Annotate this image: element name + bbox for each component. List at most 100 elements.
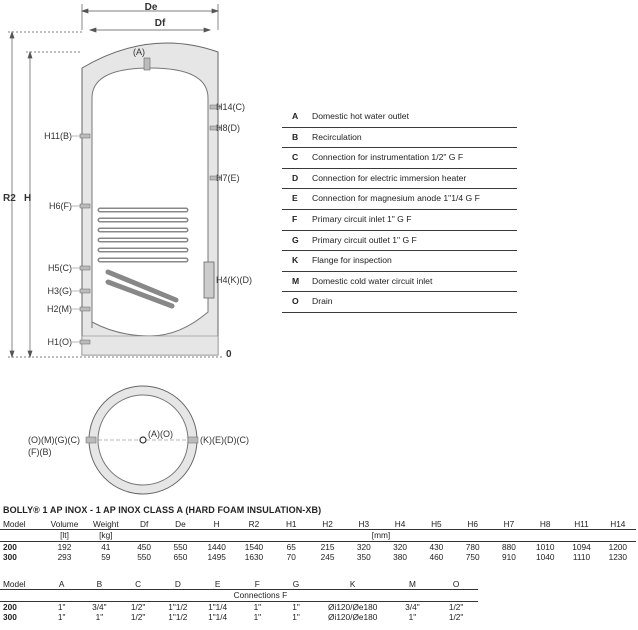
header-cell: B [80,579,119,591]
unit-cell: Connections F [42,589,478,602]
cell: 1230 [608,552,628,563]
cell: 350 [356,552,371,563]
cell: 1/2" [448,601,464,612]
legend-code: B [292,131,299,142]
cell: 300 [3,552,17,563]
table-unit-row: [lt] [kg] [mm] [0,529,636,542]
unit-cell [0,589,43,602]
cell: 1" [253,612,262,623]
table-unit-row: Connections F [0,589,478,602]
cell: 910 [502,552,516,563]
de-label: De [145,2,158,13]
df-label: Df [155,18,166,29]
cell: 1"1/4 [208,601,228,612]
cell: 65 [286,541,296,552]
legend-desc: Domestic cold water circuit inlet [312,275,433,286]
header-cell: M [390,579,435,591]
header-cell: O [434,579,478,591]
top-connection [143,57,151,71]
legend-code: D [292,172,299,183]
header-cell: De [162,519,199,531]
cell: 192 [57,541,72,552]
legend-desc: Flange for inspection [312,255,392,266]
header-cell: H2 [309,519,346,531]
cell: 70 [286,552,296,563]
cell: 1630 [244,552,264,563]
header-cell: H3 [345,519,382,531]
header-cell: C [118,579,158,591]
cell: 1" [57,612,66,623]
connection-stubs [79,104,221,345]
cell: 1540 [244,541,264,552]
header-cell: H1 [273,519,310,531]
cell: 1"1/4 [208,612,228,623]
cell: 59 [101,552,111,563]
label-h1: H1(O) [48,337,73,347]
label-h2: H2(M) [47,304,72,314]
cell: 1"1/2 [168,612,188,623]
cell: 300 [3,612,17,623]
unit-cell: [lt] [43,529,86,542]
left-leader-lines [72,135,80,343]
header-cell: Model [0,519,44,531]
label-h5: H5(C) [48,263,72,273]
table-row: 300 1" 1" 1/2" 1"1/2 1"1/4 1" 1" Øi120/Ø… [0,612,478,622]
cell: 460 [429,552,444,563]
legend-desc: Drain [312,296,333,307]
table-row: 200 1" 3/4" 1/2" 1"1/2 1"1/4 1" 1" Øi120… [0,601,478,612]
cell: 750 [465,552,480,563]
cell: 550 [137,552,152,563]
dimensions-table: Model Volume Weight Df De H R2 H1 H2 H3 … [0,519,636,563]
header-cell: Volume [43,519,86,531]
header-cell: E [197,579,238,591]
cell: 3/4" [405,601,420,612]
header-cell: H8 [527,519,564,531]
label-h11: H11(B) [44,131,72,141]
cell: 1440 [207,541,226,552]
h-label: H [24,193,31,204]
label-h8: H8(D) [216,123,240,133]
header-cell: Df [125,519,163,531]
cell: 880 [502,541,516,552]
legend-code: F [292,213,298,224]
table-title: BOLLY® 1 AP INOX - 1 AP INOX CLASS A (HA… [3,505,322,515]
header-cell: D [157,579,198,591]
cell: 1"1/2 [168,601,188,612]
cell: Øi120/Øe180 [328,612,378,623]
cell: 780 [465,541,480,552]
cell: 380 [393,552,408,563]
legend-code: C [292,152,299,163]
cell: 200 [3,601,17,612]
cell: 1" [408,612,417,623]
header-cell: Model [0,579,43,591]
plan-left-label-1: (O)(M)(G)(C) [28,435,80,445]
header-cell: H [198,519,235,531]
coil-inner [99,209,187,261]
cell: 215 [320,541,335,552]
cell: 245 [320,552,335,563]
plan-right-stub [187,436,199,444]
cell: 1" [292,601,300,612]
header-cell: H6 [454,519,491,531]
cell: 1" [292,612,300,623]
cell: 293 [57,552,72,563]
connections-table: Model A B C D E F G K M O Connections F … [0,579,478,623]
cell: 320 [393,541,408,552]
table-row: 200 192 41 450 550 1440 1540 65 215 320 … [0,541,636,552]
cell: 1/2" [448,612,464,623]
label-h14: H14(C) [216,102,245,112]
cell: 3/4" [92,601,107,612]
table-header-row: Model A B C D E F G K M O [0,579,478,591]
legend-desc: Connection for magnesium anode 1"1/4 G F [312,193,480,204]
header-cell: G [277,579,315,591]
tank-plan-view [85,385,200,495]
label-h4: H4(K)(D) [216,275,252,285]
cell: 200 [3,541,17,552]
